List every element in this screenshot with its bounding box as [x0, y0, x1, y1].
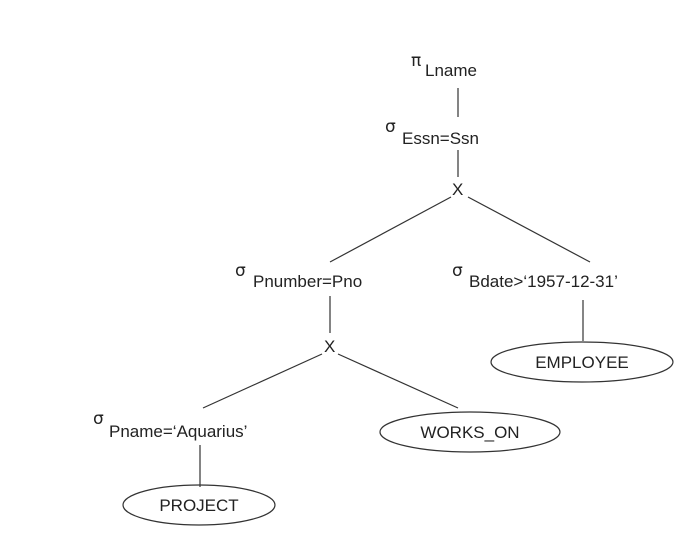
projection-attribute: Lname — [425, 61, 477, 80]
relation-employee-label: EMPLOYEE — [535, 353, 629, 372]
sigma-symbol: σ — [385, 117, 396, 137]
cartesian-product-top: X — [452, 180, 463, 199]
sigma-symbol: σ — [93, 409, 104, 429]
edge-product-to-select-pnumber — [329, 196, 452, 263]
relation-project: PROJECT — [122, 484, 276, 526]
sigma-symbol: σ — [452, 261, 463, 281]
edge-product-to-select-pname — [202, 353, 323, 409]
edge-product-to-select-bdate — [467, 196, 591, 263]
select-pname-node: σ Pname=‘Aquarius’ — [93, 409, 247, 441]
sigma-symbol: σ — [235, 261, 246, 281]
select-bdate-node: σ Bdate>‘1957-12-31’ — [452, 261, 618, 291]
relation-works-on-label: WORKS_ON — [420, 423, 519, 442]
select-pnumber-node: σ Pnumber=Pno — [235, 261, 362, 291]
select-join-condition: Essn=Ssn — [402, 129, 479, 148]
select-pname-condition: Pname=‘Aquarius’ — [109, 422, 247, 441]
edge-product-to-works-on — [337, 353, 459, 409]
pi-symbol: π — [411, 51, 421, 71]
select-join-node: σ Essn=Ssn — [385, 117, 479, 148]
cartesian-product-bottom: X — [324, 337, 335, 356]
relation-works-on: WORKS_ON — [379, 411, 561, 453]
relation-employee: EMPLOYEE — [490, 341, 674, 383]
select-bdate-condition: Bdate>‘1957-12-31’ — [469, 272, 618, 291]
projection-node: π Lname — [411, 51, 477, 80]
relation-project-label: PROJECT — [159, 496, 238, 515]
select-pnumber-condition: Pnumber=Pno — [253, 272, 362, 291]
